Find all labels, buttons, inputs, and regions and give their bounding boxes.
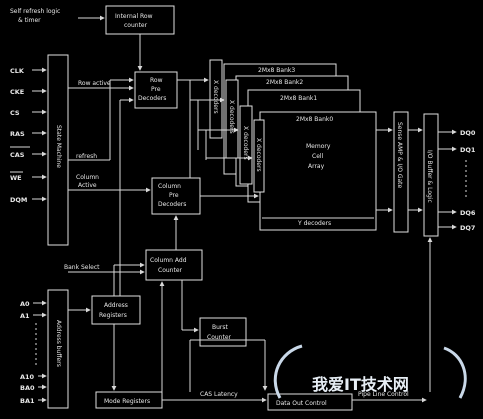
svg-text:I/O Buffer & Logic: I/O Buffer & Logic <box>426 150 433 203</box>
pipe-line-control-label: Pipe Line Control <box>358 391 409 398</box>
state-machine-block <box>47 54 69 246</box>
svg-text:Decoders: Decoders <box>138 95 166 102</box>
svg-text:BA1: BA1 <box>20 397 35 405</box>
svg-text:Internal Row: Internal Row <box>115 13 153 20</box>
address-registers-block <box>91 295 141 325</box>
svg-text:State Machine: State Machine <box>55 125 62 168</box>
svg-text:counter: counter <box>124 22 148 29</box>
svg-text:Sense AMP & I/O Gate: Sense AMP & I/O Gate <box>396 122 403 189</box>
cas-latency-label: CAS Latency <box>200 391 238 398</box>
svg-text:X decoders: X decoders <box>228 100 235 134</box>
control-pins: CLK CKE CS RAS CAS WE DQM <box>10 67 27 204</box>
bank-select-label: Bank Select <box>64 264 100 271</box>
refresh-label: refresh <box>76 153 97 160</box>
svg-text:CAS: CAS <box>10 151 25 159</box>
svg-text:Data Out Control: Data Out Control <box>276 400 327 407</box>
svg-text:X decoders: X decoders <box>242 126 249 160</box>
svg-text:X decoders: X decoders <box>212 80 219 114</box>
sense-amp-block <box>393 111 409 233</box>
bank-0 <box>259 111 377 231</box>
svg-text:Pre: Pre <box>151 86 161 93</box>
svg-text:Registers: Registers <box>99 312 127 319</box>
svg-text:A10: A10 <box>20 373 35 381</box>
internal-row-counter-block <box>105 5 175 35</box>
svg-text:2Mx8 Bank0: 2Mx8 Bank0 <box>296 116 333 123</box>
svg-text:Address: Address <box>104 302 128 309</box>
svg-text:Self refresh logic: Self refresh logic <box>10 8 60 15</box>
row-active-label: Row active <box>78 80 111 87</box>
svg-text:2Mx8 Bank2: 2Mx8 Bank2 <box>266 79 303 86</box>
svg-text:CS: CS <box>10 109 20 117</box>
svg-text:Column: Column <box>158 183 181 190</box>
watermark: 我爱IT技术网 <box>273 344 467 399</box>
svg-text:Burst: Burst <box>212 324 229 331</box>
burst-counter-block <box>199 317 247 347</box>
svg-text:Memory: Memory <box>306 143 331 150</box>
svg-text:Row: Row <box>150 77 163 84</box>
data-out-control-block <box>267 393 353 411</box>
x-decoders: X decoders X decoders X decoders X decod… <box>209 59 265 193</box>
svg-text:Pre: Pre <box>169 192 179 199</box>
svg-text:DQ6: DQ6 <box>460 209 476 217</box>
svg-text:& timer: & timer <box>18 17 41 24</box>
row-pre-decoders-block <box>134 71 178 109</box>
svg-text:A1: A1 <box>20 312 30 320</box>
svg-text:RAS: RAS <box>10 130 25 138</box>
dq-pins: DQ0 DQ1 DQ6 DQ7 <box>438 129 476 232</box>
svg-text:Active: Active <box>78 182 97 189</box>
column-pre-decoders-block <box>151 177 201 215</box>
svg-text:DQ7: DQ7 <box>460 224 475 232</box>
svg-text:Decoders: Decoders <box>158 201 186 208</box>
svg-text:DQM: DQM <box>10 196 27 204</box>
column-add-counter-block <box>145 249 203 281</box>
svg-text:DQ0: DQ0 <box>460 129 476 137</box>
svg-text:Column: Column <box>76 174 99 181</box>
svg-text:我爱IT技术网: 我爱IT技术网 <box>312 375 409 394</box>
address-buffers-block <box>47 289 69 409</box>
svg-text:Array: Array <box>308 163 325 170</box>
io-buffer-block <box>423 113 439 237</box>
svg-text:BA0: BA0 <box>20 384 35 392</box>
svg-text:Address buffers: Address buffers <box>55 320 62 367</box>
svg-text:DQ1: DQ1 <box>460 146 476 154</box>
svg-text:WE: WE <box>10 174 22 182</box>
svg-text:2Mx8 Bank3: 2Mx8 Bank3 <box>258 67 295 74</box>
svg-text:Y decoders: Y decoders <box>297 220 331 227</box>
svg-text:CKE: CKE <box>10 88 24 96</box>
svg-text:Counter: Counter <box>207 334 232 341</box>
svg-text:2Mx8 Bank1: 2Mx8 Bank1 <box>280 95 317 102</box>
svg-text:Mode Registers: Mode Registers <box>104 398 150 405</box>
address-pins: A0 A1 A10 BA0 BA1 <box>20 300 35 405</box>
svg-text:X decoders: X decoders <box>255 138 262 172</box>
svg-text:Counter: Counter <box>158 267 183 274</box>
svg-text:Column Add: Column Add <box>150 257 187 264</box>
self-refresh-label: Self refresh logic & timer <box>10 8 60 24</box>
memory-banks: 2Mx8 Bank3 2Mx8 Bank2 2Mx8 Bank1 2Mx8 Ba… <box>223 63 377 231</box>
svg-text:Cell: Cell <box>312 153 324 160</box>
svg-text:A0: A0 <box>20 300 30 308</box>
svg-text:CLK: CLK <box>10 67 25 75</box>
